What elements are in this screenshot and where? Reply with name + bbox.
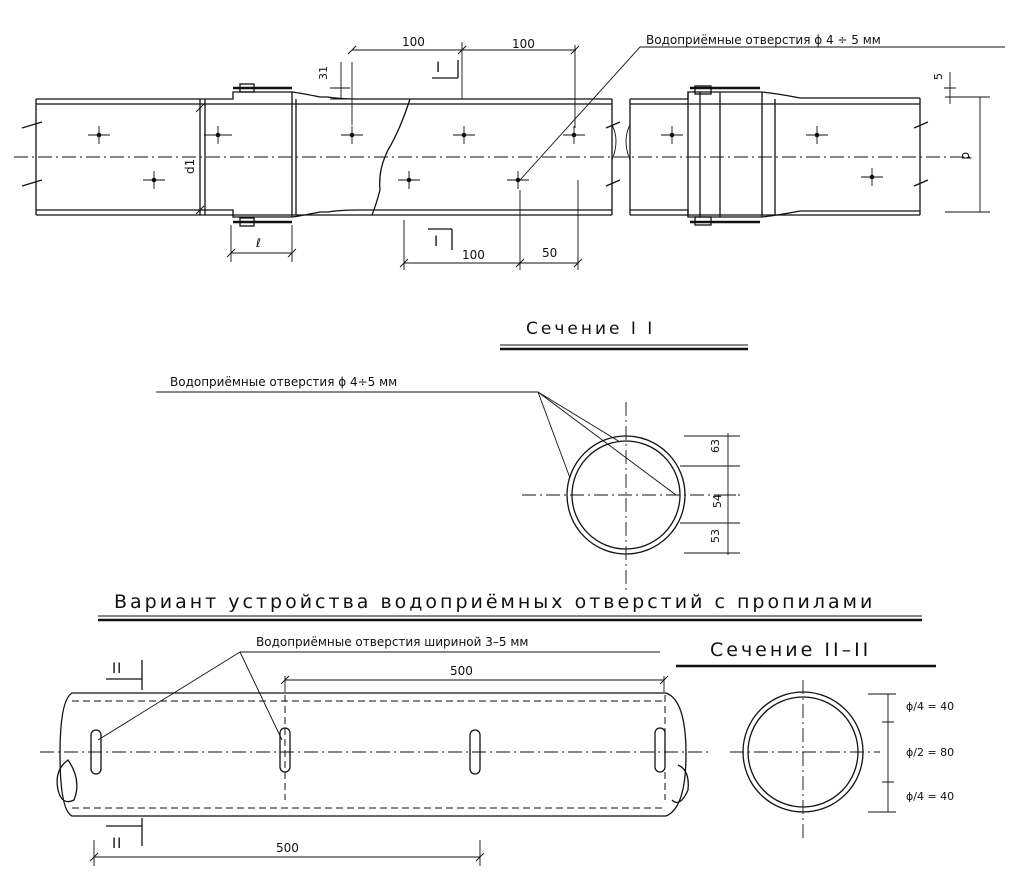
label-d1: d1	[183, 159, 197, 174]
section-1-dim-top: 63	[709, 439, 722, 453]
top-callout: Водоприёмные отверстия ϕ 4 ÷ 5 мм	[519, 33, 1005, 181]
hole-mark	[806, 126, 828, 144]
section-1-dim-mid: 54	[711, 494, 724, 508]
hole-mark	[661, 126, 683, 144]
section-2-title: Сечение II–II	[710, 639, 871, 661]
variant: Вариант устройства водоприёмных отверсти…	[40, 591, 922, 866]
hole-mark	[341, 126, 363, 144]
section-2-dim-top: ϕ/4 = 40	[906, 700, 954, 713]
variant-callout: Водоприёмные отверстия шириной 3–5 мм	[256, 635, 528, 649]
section-2-dim-mid: ϕ/2 = 80	[906, 746, 954, 759]
hole-mark	[204, 126, 232, 144]
hole-mark	[143, 171, 165, 189]
dim-top-right: 100	[512, 37, 535, 51]
section-marks-I: I I	[428, 60, 459, 250]
section-2: Сечение II–II ϕ/4 = 40 ϕ/2 = 80 ϕ/4 = 40	[676, 639, 954, 842]
dim-bottom-left: 100	[462, 248, 485, 262]
hole-mark	[861, 168, 883, 186]
slot	[654, 727, 666, 773]
slot	[90, 729, 102, 775]
hole-mark	[88, 126, 110, 144]
dim-bottom-right: 50	[542, 246, 557, 260]
dim-right-wall: 5	[932, 73, 945, 80]
section-1: Сечение I I Водоприёмные отверстия ϕ 4÷5…	[156, 319, 748, 590]
hole-mark	[453, 126, 475, 144]
pipe-elevation	[14, 83, 970, 227]
top-dimensions: 100 100 100 50 31 ℓ d1 d 5	[183, 35, 990, 270]
variant-title: Вариант устройства водоприёмных отверсти…	[114, 591, 875, 613]
variant-mark-bottom: II	[112, 836, 122, 852]
top-callout-text: Водоприёмные отверстия ϕ 4 ÷ 5 мм	[646, 33, 881, 47]
section-mark-bottom: I	[434, 234, 439, 250]
section-1-dim-bottom: 53	[709, 529, 722, 543]
slot	[469, 729, 481, 775]
label-l: ℓ	[255, 236, 261, 250]
dim-top-left: 100	[402, 35, 425, 49]
section-2-dim-bottom: ϕ/4 = 40	[906, 790, 954, 803]
label-d: d	[959, 152, 973, 160]
variant-mark-top: II	[112, 661, 122, 677]
hole-mark	[398, 171, 420, 189]
hole-markers	[88, 126, 883, 189]
hole-mark	[507, 171, 529, 189]
section-1-title: Сечение I I	[526, 319, 655, 339]
variant-dim-top: 500	[450, 664, 473, 678]
section-mark-top: I	[436, 60, 441, 76]
section-1-callout: Водоприёмные отверстия ϕ 4÷5 мм	[170, 375, 397, 389]
variant-dim-bottom: 500	[276, 841, 299, 855]
hole-mark	[563, 126, 585, 144]
dim-wall: 31	[317, 66, 330, 80]
